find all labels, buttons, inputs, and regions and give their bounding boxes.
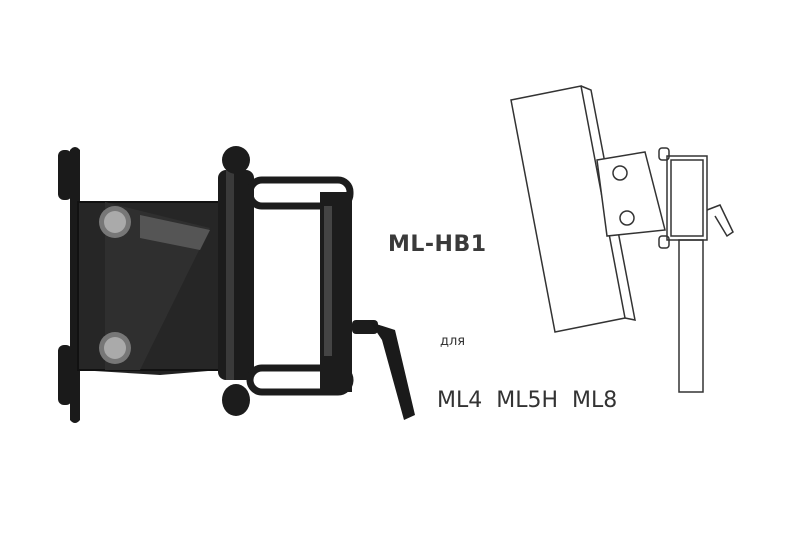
model-name: ML-HB1 bbox=[388, 232, 487, 257]
for-label: для bbox=[440, 334, 466, 349]
bracket-line-drawing bbox=[510, 85, 734, 393]
compatible-model: ML8 bbox=[572, 388, 618, 413]
compatible-models: ML4 ML5H ML8 bbox=[437, 388, 617, 413]
compatible-model: ML4 bbox=[437, 388, 483, 413]
compatible-model: ML5H bbox=[496, 388, 559, 413]
bracket-photo bbox=[58, 146, 415, 423]
